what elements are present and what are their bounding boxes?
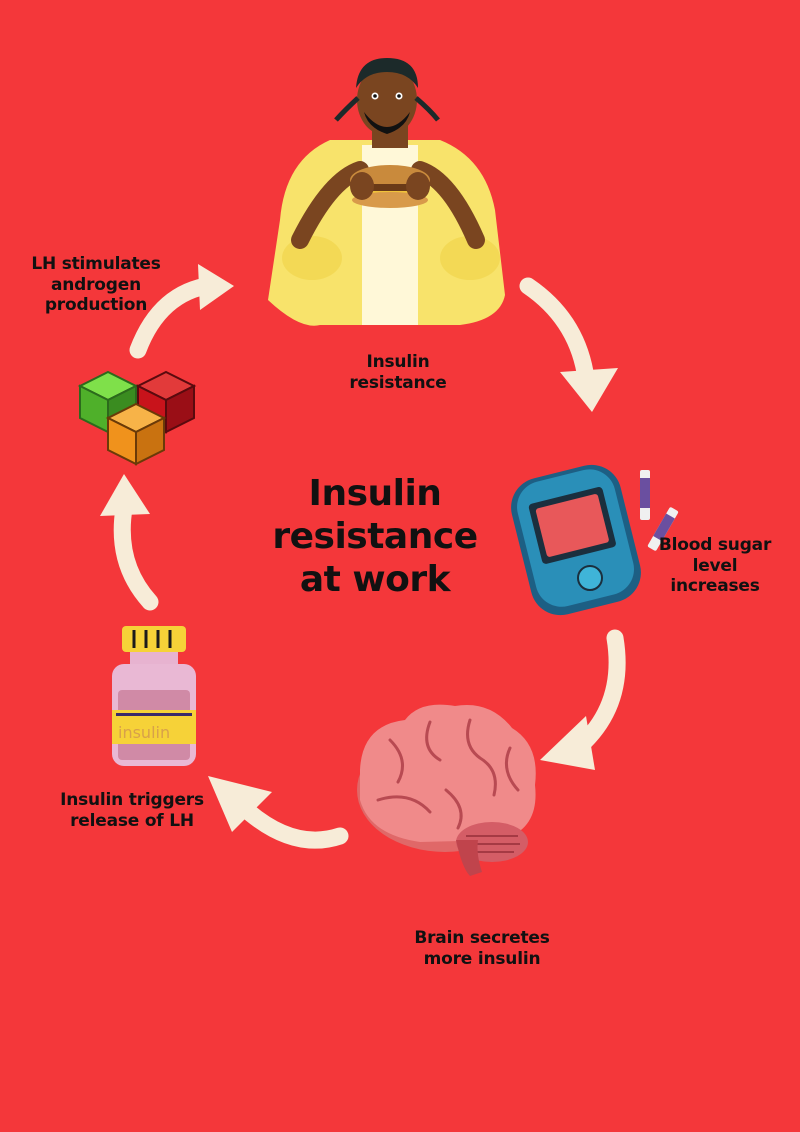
- arrow-to-brain: [571, 629, 626, 755]
- step-label-lh-stimulates: LH stimulates androgen production: [31, 254, 161, 316]
- arrowhead-right: [198, 264, 234, 310]
- arrow-to-bottle: [233, 797, 349, 849]
- step-label-insulin-triggers: Insulin triggers release of LH: [60, 790, 204, 831]
- insulin-bottle-icon: insulin: [112, 626, 196, 766]
- person-eating-burger-icon: [268, 58, 505, 326]
- arrow-heads: [100, 264, 618, 832]
- step-label-insulin-resistance: Insulin resistance: [349, 352, 447, 393]
- arrowhead-down: [560, 368, 618, 412]
- arrowhead-left: [208, 776, 272, 832]
- orange-cube: [105, 402, 167, 466]
- arrowhead-down-left: [540, 716, 595, 770]
- arrowhead-up: [100, 474, 150, 516]
- brain-icon: [357, 704, 536, 876]
- step-label-brain-secretes: Brain secretes more insulin: [414, 928, 550, 969]
- arrow-to-meter: [519, 277, 594, 381]
- hormone-cubes-icon: [77, 370, 197, 466]
- glucose-meter-icon: [511, 464, 679, 616]
- bottle-label: insulin: [118, 723, 170, 742]
- center-title: Insulin resistance at work: [272, 473, 478, 601]
- step-label-blood-sugar: Blood sugar level increases: [658, 535, 772, 597]
